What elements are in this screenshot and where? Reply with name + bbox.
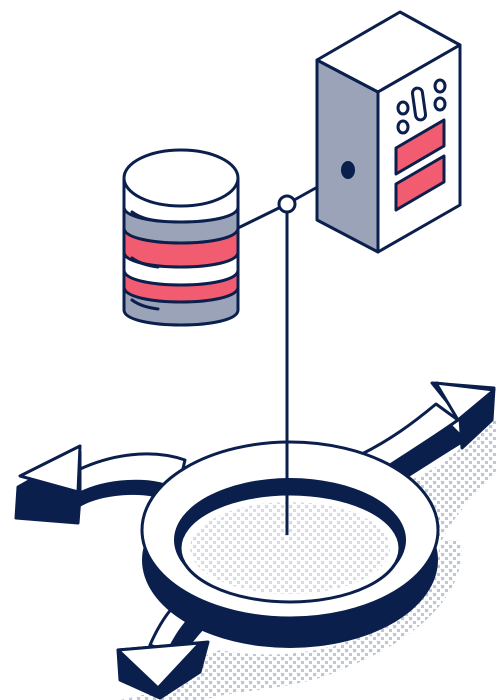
database-icon xyxy=(124,150,238,325)
distribution-hub-icon xyxy=(142,442,438,648)
server-icon xyxy=(317,12,460,252)
connector-node-icon xyxy=(279,196,295,212)
